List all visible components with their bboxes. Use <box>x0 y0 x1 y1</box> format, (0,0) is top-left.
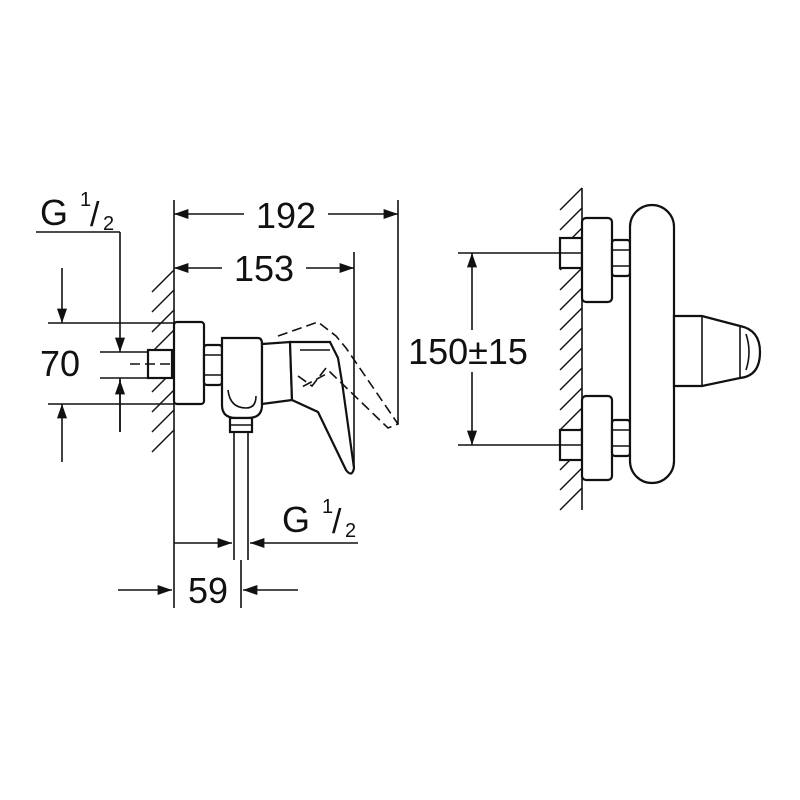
lever-raised-outline <box>277 321 400 429</box>
front-view: 150±15 <box>408 187 762 511</box>
mixer-body <box>220 336 264 420</box>
svg-text:2: 2 <box>345 520 356 542</box>
thread-label-bottom: G 1 / 2 <box>282 496 356 542</box>
bottom-escutcheon <box>580 394 614 482</box>
front-wall-hatch <box>559 187 583 511</box>
dim-150-label: 150±15 <box>408 331 528 372</box>
svg-text:/: / <box>332 503 342 541</box>
side-view: 192 153 G 1 / 2 70 G 1 / 2 <box>36 189 400 611</box>
cartridge-head <box>260 340 294 406</box>
svg-text:G: G <box>40 192 68 233</box>
front-lever <box>672 314 762 388</box>
dim-192-label: 192 <box>256 195 316 236</box>
dim-59-label: 59 <box>188 570 228 611</box>
thread-label-top: G 1 / 2 <box>40 189 114 235</box>
escutcheon <box>172 320 206 406</box>
lever-handle <box>288 340 356 475</box>
svg-text:G: G <box>282 499 310 540</box>
dim-70-label: 70 <box>40 343 80 384</box>
front-mixer-body <box>628 203 676 485</box>
svg-text:2: 2 <box>103 213 114 235</box>
svg-text:1: 1 <box>80 189 91 211</box>
top-nut <box>610 238 632 278</box>
dim-153-label: 153 <box>234 248 294 289</box>
svg-text:1: 1 <box>322 496 333 518</box>
top-escutcheon <box>580 216 614 304</box>
connector-nut <box>202 343 224 387</box>
svg-text:/: / <box>90 196 100 234</box>
bottom-nut <box>610 418 632 458</box>
